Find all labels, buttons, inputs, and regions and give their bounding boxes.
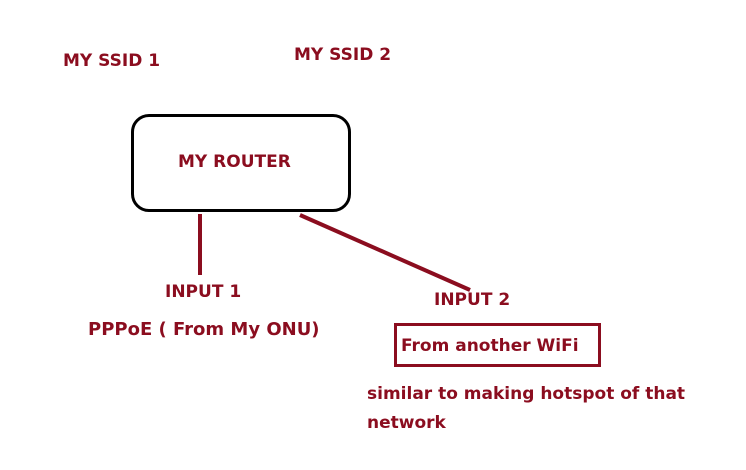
input-1-label: INPUT 1 (165, 282, 242, 302)
ssid-2-label: MY SSID 2 (294, 45, 392, 65)
wifi-source-box (394, 323, 601, 367)
hotspot-note: similar to making hotspot of that networ… (367, 384, 686, 433)
router-box (131, 114, 351, 212)
wifi-source-label: From another WiFi (401, 336, 579, 356)
input2-connector-line (299, 213, 471, 292)
input-1-description: PPPoE ( From My ONU) (88, 319, 320, 340)
input-2-label: INPUT 2 (434, 290, 511, 310)
ssid-1-label: MY SSID 1 (63, 51, 161, 71)
router-label: MY ROUTER (178, 152, 291, 172)
